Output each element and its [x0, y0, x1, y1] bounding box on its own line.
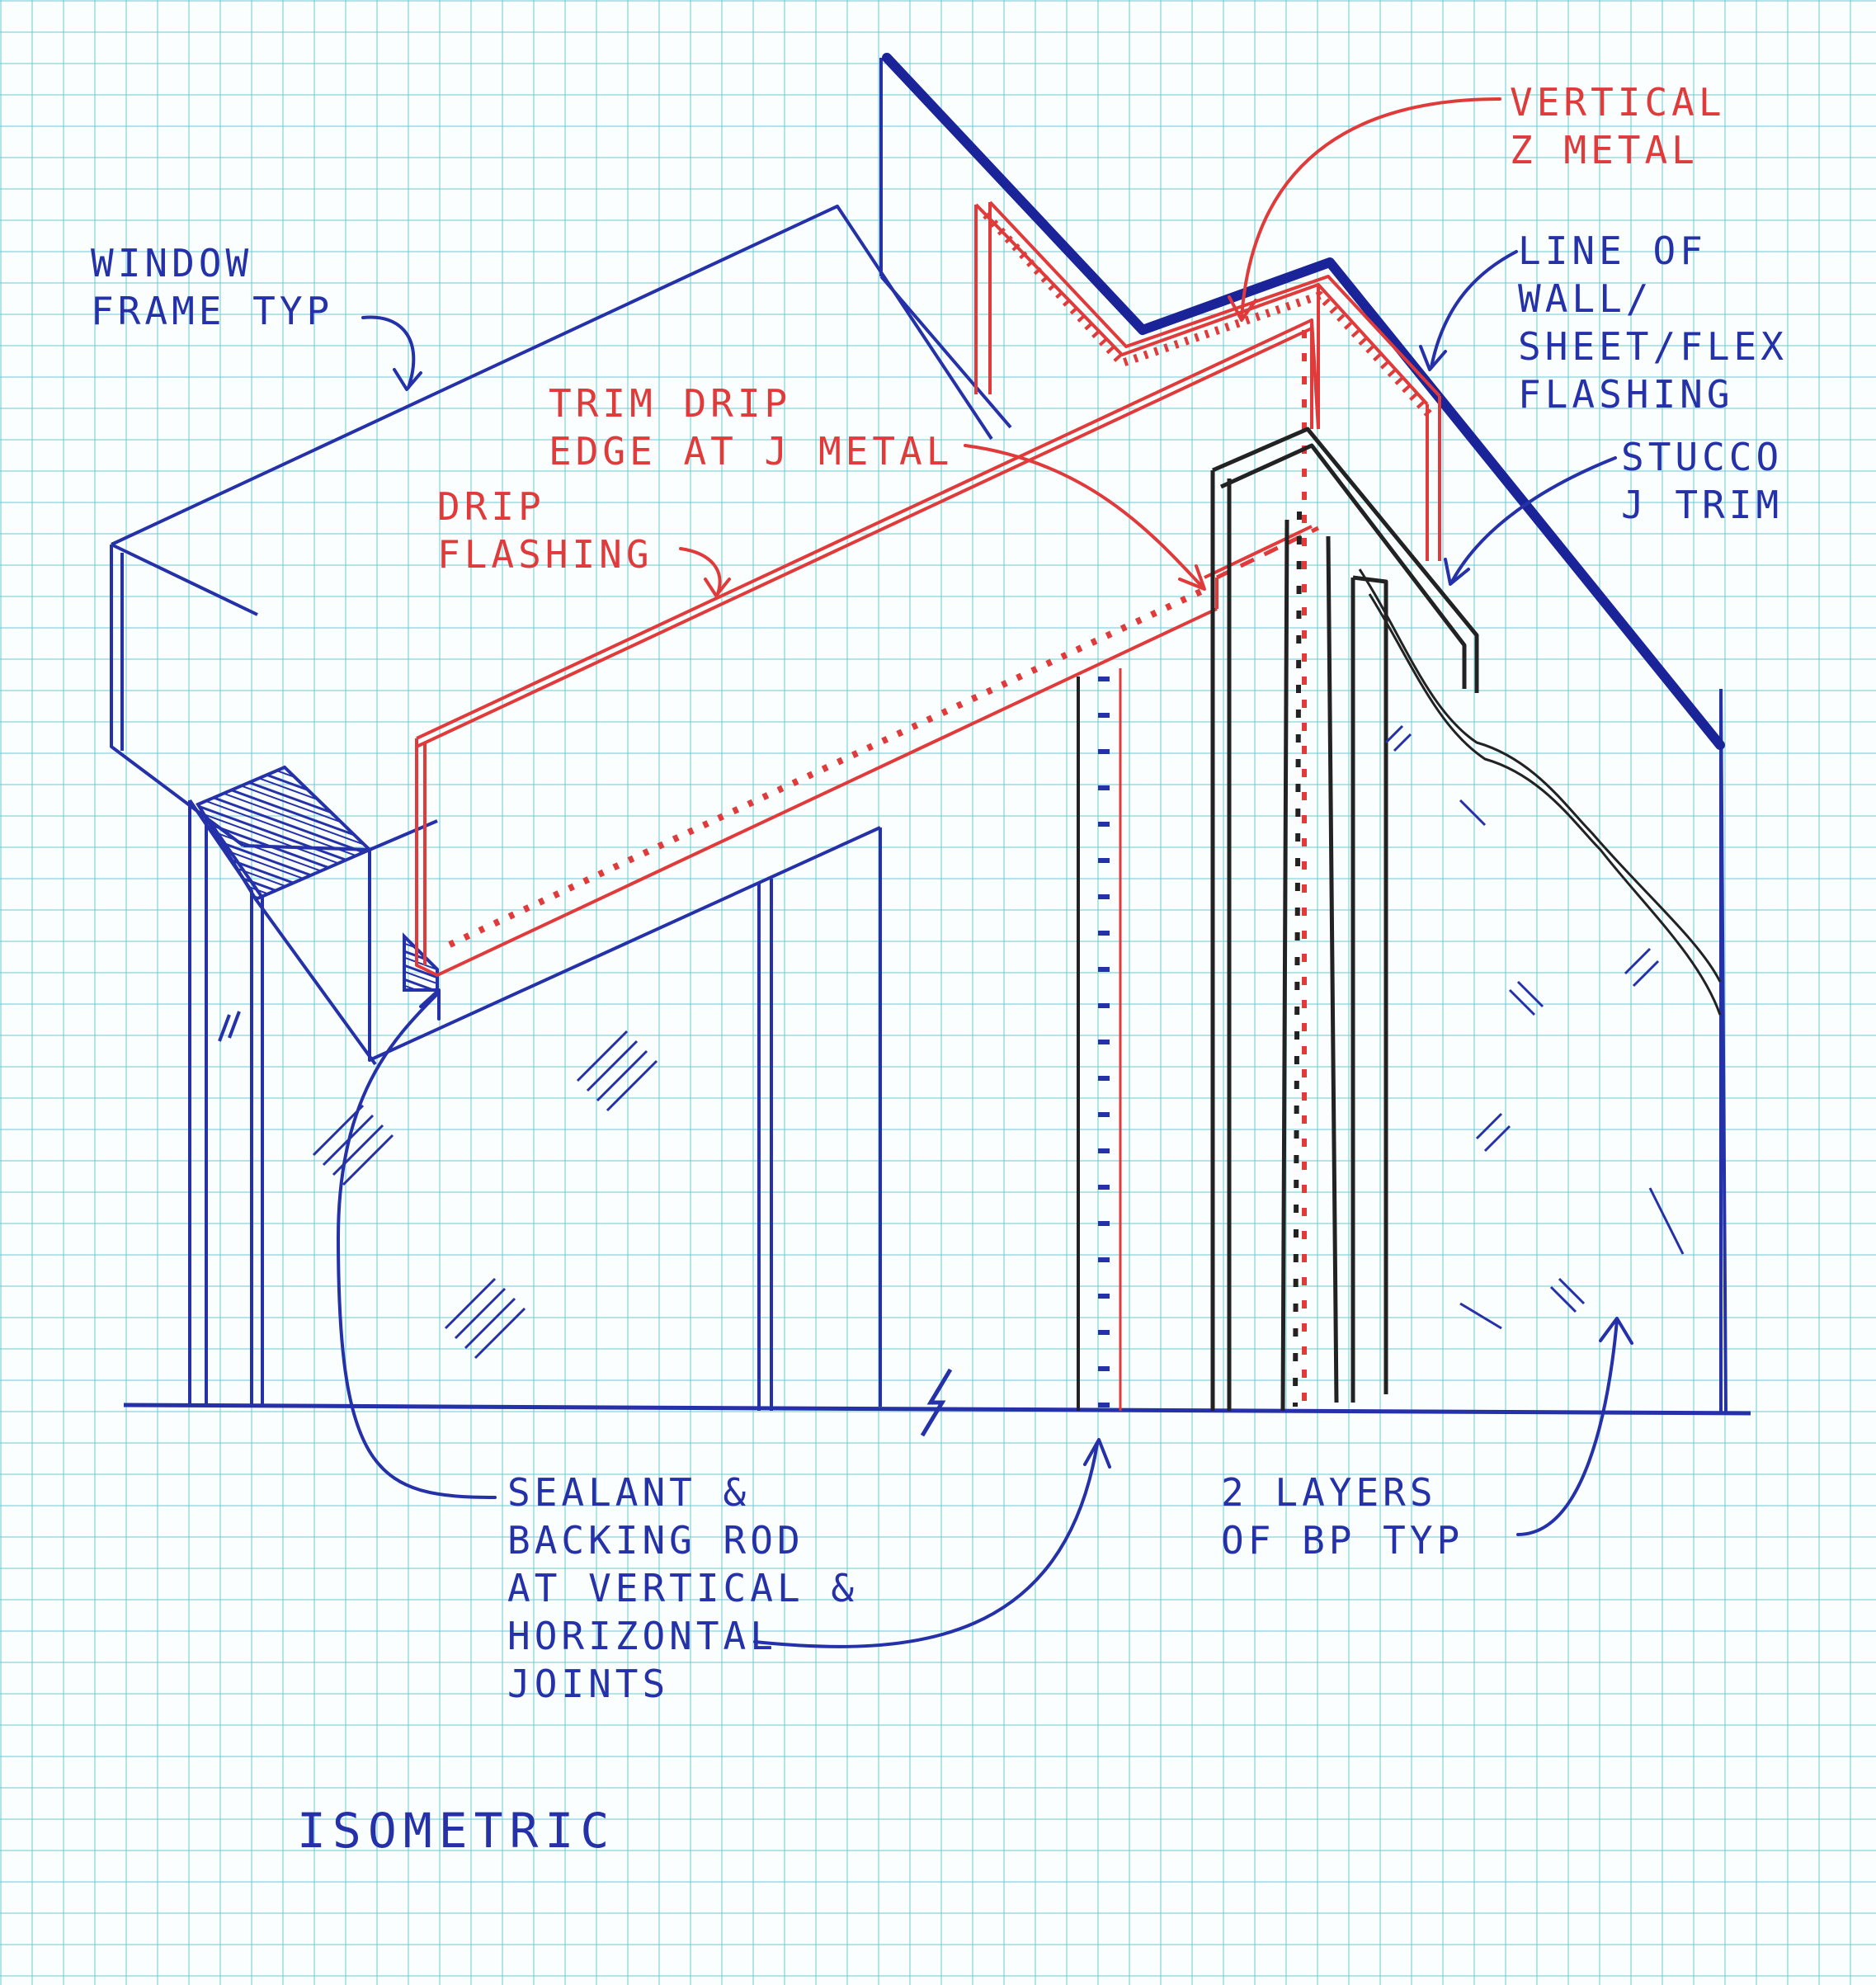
label-isometric: ISOMETRIC: [297, 1803, 616, 1859]
label-stucco-j-trim: STUCCO J TRIM: [1621, 435, 1784, 527]
label-vertical-z-metal: VERTICAL Z METAL: [1510, 80, 1726, 172]
leader-arrows-blue: [337, 250, 1633, 1648]
label-trim-drip-edge: TRIM DRIP EDGE AT J METAL: [549, 381, 954, 474]
label-line-of-wall: LINE OF WALL/ SHEET/FLEX FLASHING: [1518, 229, 1788, 417]
surface-hatching: [312, 724, 1685, 1360]
label-window-frame: WINDOW FRAME TYP: [91, 241, 334, 333]
stucco-j-trim: [1210, 427, 1479, 1412]
wood-blocking: [196, 765, 439, 992]
leader-arrows-red: [679, 97, 1501, 597]
wall-section: [879, 58, 1728, 1413]
drip-flashing: [415, 318, 1320, 1407]
label-two-layers-bp: 2 LAYERS OF BP TYP: [1221, 1470, 1464, 1563]
building-paper: [1293, 511, 1722, 1407]
label-sealant-backing-rod: SEALANT & BACKING ROD AT VERTICAL & HORI…: [507, 1470, 859, 1706]
label-drip-flashing: DRIP FLASHING: [437, 484, 653, 577]
ground-line: [123, 1368, 1751, 1437]
sealant-joint: [1077, 668, 1122, 1411]
vertical-z-metal: [974, 200, 1441, 561]
